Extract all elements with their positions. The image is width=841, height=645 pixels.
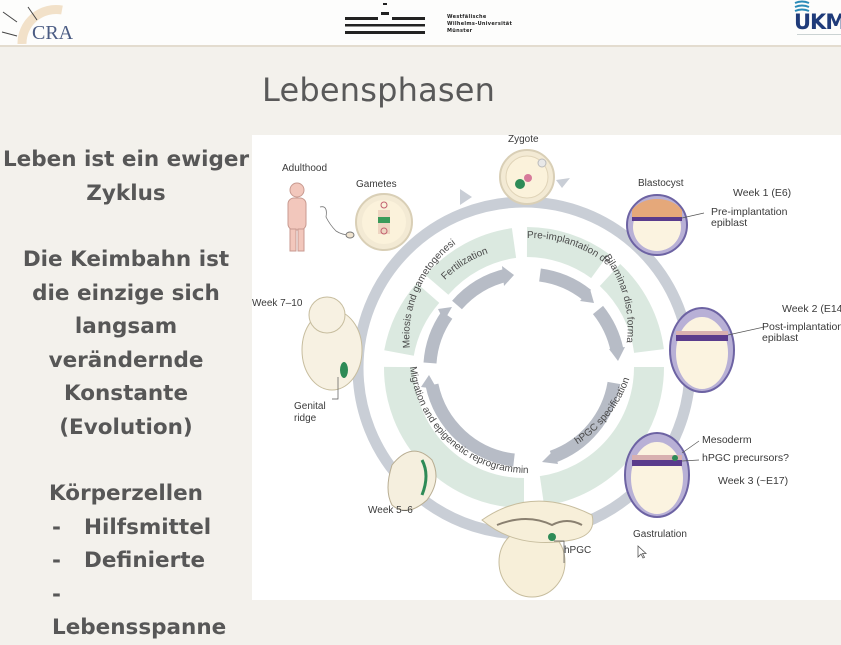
label-post-implantation-epiblast: Post-implantation epiblast (762, 321, 841, 344)
label-week3: Week 3 (~E17) (718, 475, 789, 487)
zygote-illustration (499, 149, 555, 205)
wwu-logo-bars (345, 3, 425, 34)
label-zygote: Zygote (508, 134, 539, 145)
segment-migration (383, 366, 525, 508)
left-text-block: Leben ist ein ewiger Zyklus Die Keimbahn… (0, 143, 252, 645)
label-blastocyst: Blastocyst (638, 178, 684, 189)
label-week1: Week 1 (E6) (733, 187, 792, 199)
bullet-item: -Hilfsmittel (52, 514, 212, 540)
ukm-logo-subtext (797, 34, 841, 41)
label-gastrulation: Gastrulation (633, 529, 687, 540)
bullet-item: -Definierte (52, 548, 206, 573)
label-hpgc-precursors: hPGC precursors? (702, 452, 789, 464)
cycle-diagram: Fertilization Pre-implantation developme… (248, 127, 765, 598)
label-hpgc: hPGC (564, 545, 592, 556)
segment-fertilization (425, 228, 517, 296)
label-gametes: Gametes (356, 179, 397, 190)
week2-embryo-illustration (669, 307, 735, 393)
inner-arrowheads (421, 266, 625, 464)
label-adulthood: Adulthood (282, 163, 328, 174)
fetus-illustration (301, 296, 363, 391)
segment-hpgc-specification (539, 366, 665, 506)
gastrulation-embryo-illustration (624, 432, 690, 518)
arrowhead (460, 189, 472, 205)
paragraph-somatic-cells: Körperzellen -Hilfsmittel -Definierte -L… (0, 477, 252, 645)
segment-pre-implantation (526, 227, 609, 279)
paragraph-life-cycle: Leben ist ein ewiger Zyklus (2, 147, 250, 206)
label-week2: Week 2 (E14) (782, 303, 841, 315)
ukm-logo-text: UKM (794, 10, 841, 34)
wwu-logo: Westfälische Wilhelms-Universität Münste… (345, 3, 515, 39)
slide-header: CRA Westfälische Wilhelms-Universität Mü… (0, 0, 841, 47)
label-week7-10: Week 7–10 (252, 298, 303, 309)
ukm-logo: UKM (790, 0, 841, 44)
cra-logo: CRA (0, 0, 80, 45)
segment-bilaminar (599, 264, 664, 354)
gametes-illustration (355, 193, 413, 251)
arrowhead (556, 178, 570, 188)
blastocyst-illustration (626, 194, 688, 256)
slide-title: Lebensphasen (262, 71, 496, 109)
adult-illustration (287, 182, 355, 252)
wwu-logo-text: Westfälische Wilhelms-Universität Münste… (447, 14, 513, 34)
week5-6-embryo-illustration (387, 450, 437, 511)
label-week5-6: Week 5–6 (368, 505, 413, 516)
label-pre-implantation-epiblast: Pre-implantation epiblast (711, 206, 788, 229)
ukm-wave-icon (794, 0, 810, 12)
somatic-heading: Körperzellen (49, 481, 203, 506)
hpgc-embryo-illustration (481, 500, 594, 598)
label-genital-ridge: Genital ridge (294, 401, 326, 424)
segment-meiosis (384, 283, 440, 357)
mouse-cursor-icon (637, 545, 647, 559)
cra-logo-text: CRA (32, 22, 74, 44)
inner-segments (383, 227, 665, 508)
paragraph-germline: Die Keimbahn ist die einzige sich langsa… (22, 247, 230, 440)
bullet-item: -Lebensspanne (52, 581, 227, 641)
label-mesoderm: Mesoderm (702, 434, 752, 446)
germline-cycle-figure: Fertilization Pre-implantation developme… (248, 127, 841, 600)
cra-logo-graphic (1, 4, 63, 45)
